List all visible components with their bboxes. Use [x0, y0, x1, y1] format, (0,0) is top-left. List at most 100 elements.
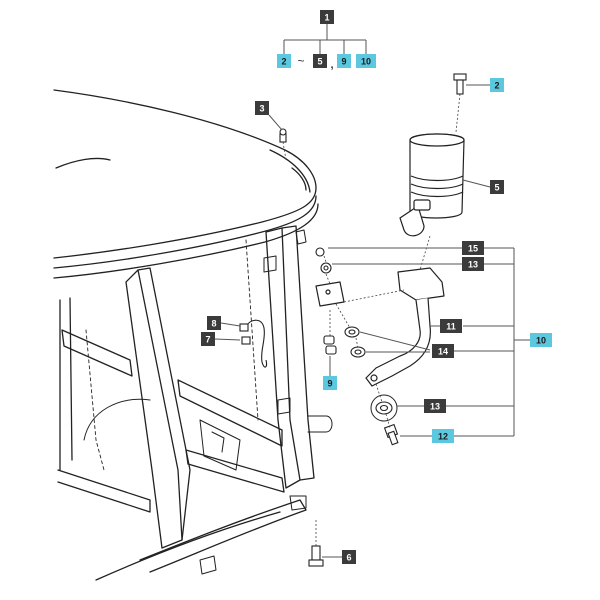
- harness-connector-upper: [239, 323, 249, 332]
- callout-15[interactable]: 15: [462, 241, 484, 255]
- callout-label: 15: [468, 244, 478, 254]
- roof-ridge: [269, 149, 311, 193]
- bracket-top-plate: [397, 267, 445, 301]
- washer-14-a-hole: [348, 329, 356, 335]
- rear-edge-left-inner: [69, 297, 73, 461]
- dash-washer-bolt: [385, 413, 391, 429]
- callout-label: 5: [494, 183, 499, 193]
- leader-5: [462, 179, 491, 188]
- callout-2[interactable]: 2: [490, 78, 504, 92]
- post-bracket-top: [295, 229, 307, 245]
- callout-11[interactable]: 11: [440, 319, 462, 333]
- small-hardware: [279, 128, 399, 567]
- callout-12[interactable]: 12: [432, 429, 454, 443]
- dash-washers: [355, 337, 359, 349]
- callout-label: 6: [346, 553, 351, 563]
- callout-label: 8: [211, 319, 216, 329]
- dash-bolt-to-lamp: [455, 93, 461, 133]
- seat-back: [83, 398, 151, 441]
- glass-edge-dashed-rear: [85, 329, 105, 471]
- beacon-lamp-mount: [413, 199, 431, 211]
- callout-6[interactable]: 6: [342, 550, 356, 564]
- cab-frame-drawing: [53, 89, 333, 581]
- callout-header-5[interactable]: 5: [313, 54, 327, 68]
- base-foot: [289, 495, 307, 511]
- roof-outline: [53, 89, 317, 259]
- callout-label: 13: [430, 402, 440, 412]
- callout-3[interactable]: 3: [255, 101, 269, 115]
- nut-9-lower: [325, 345, 337, 355]
- beacon-lamp-band-3: [410, 191, 464, 198]
- dash-washer-plate: [325, 273, 331, 285]
- dash-bracket-washer: [375, 383, 383, 403]
- leader-14-a: [359, 331, 431, 351]
- roof-rim-lower: [53, 203, 319, 279]
- leader-3: [268, 114, 283, 131]
- callout-label: 5: [317, 57, 322, 67]
- callout-13-upper[interactable]: 13: [462, 257, 484, 271]
- dash-plate-bracket: [343, 289, 405, 303]
- harness-cable: [245, 319, 268, 368]
- nut-9-upper: [323, 335, 335, 345]
- beacon-lamp-band-2: [410, 183, 464, 190]
- dash-lamp-to-bracket: [419, 235, 431, 271]
- callout-5[interactable]: 5: [490, 180, 504, 194]
- cross-member-mid: [177, 379, 283, 447]
- callout-7[interactable]: 7: [201, 332, 215, 346]
- rear-post-left-side: [137, 267, 191, 541]
- post-bracket-upper: [263, 255, 277, 273]
- callout-8[interactable]: 8: [207, 316, 221, 330]
- roof-ridge-inner: [291, 167, 307, 191]
- callout-14[interactable]: 14: [432, 344, 454, 358]
- sensor-6: [311, 545, 321, 561]
- bolt-part-2: [453, 73, 467, 95]
- bracket-hole: [370, 374, 378, 382]
- beacon-lamp-band-1: [410, 175, 464, 182]
- base-foot-left: [199, 555, 217, 575]
- nut-15: [315, 247, 325, 257]
- grab-handle: [307, 415, 333, 433]
- callout-10[interactable]: 10: [530, 333, 552, 347]
- mount-bracket-part: [315, 267, 445, 387]
- callout-label: 10: [361, 57, 371, 67]
- bolt-3-head: [279, 128, 287, 136]
- wiring-harness: [239, 319, 268, 368]
- callout-label: 9: [327, 379, 332, 389]
- front-post-right-side: [281, 225, 315, 481]
- washer-13-lower-hole: [379, 404, 389, 412]
- side-plate-hole: [325, 289, 331, 295]
- bolt-12-shank: [387, 430, 399, 446]
- roof-rim: [53, 195, 317, 269]
- beacon-lamp-plug: [399, 205, 425, 237]
- cross-member-upper: [61, 329, 133, 377]
- callout-label: 14: [438, 347, 448, 357]
- bolt-head: [453, 73, 467, 81]
- dash-nut-washer: [323, 255, 327, 263]
- callout-label: 3: [259, 104, 264, 114]
- callout-header-10[interactable]: 10: [356, 54, 376, 68]
- callout-leader-lines: [214, 84, 530, 558]
- callout-label: 7: [205, 335, 210, 345]
- callout-label: 12: [438, 432, 448, 442]
- floor-bar-front: [139, 499, 307, 573]
- roof-recess: [55, 157, 111, 169]
- callout-header-9[interactable]: 9: [337, 54, 351, 68]
- glass-edge-dashed: [245, 239, 259, 421]
- beacon-lamp-part: [399, 133, 465, 237]
- header-tilde: ~: [297, 54, 304, 68]
- callout-9[interactable]: 9: [323, 376, 337, 390]
- callout-header-2[interactable]: 2: [277, 54, 291, 68]
- front-post-right: [265, 227, 301, 489]
- callout-header-1[interactable]: 1: [320, 10, 334, 24]
- callout-label: 11: [446, 322, 456, 332]
- beacon-lamp-top: [409, 133, 465, 147]
- callout-label: 9: [341, 57, 346, 67]
- callout-13-lower[interactable]: 13: [424, 399, 446, 413]
- callout-label: 2: [494, 81, 499, 91]
- floor-step: [95, 511, 281, 581]
- washer-highlight-circle: [370, 394, 398, 422]
- inner-bracket: [199, 419, 241, 471]
- washer-14-b-hole: [354, 349, 362, 355]
- post-bracket-lower: [277, 397, 291, 415]
